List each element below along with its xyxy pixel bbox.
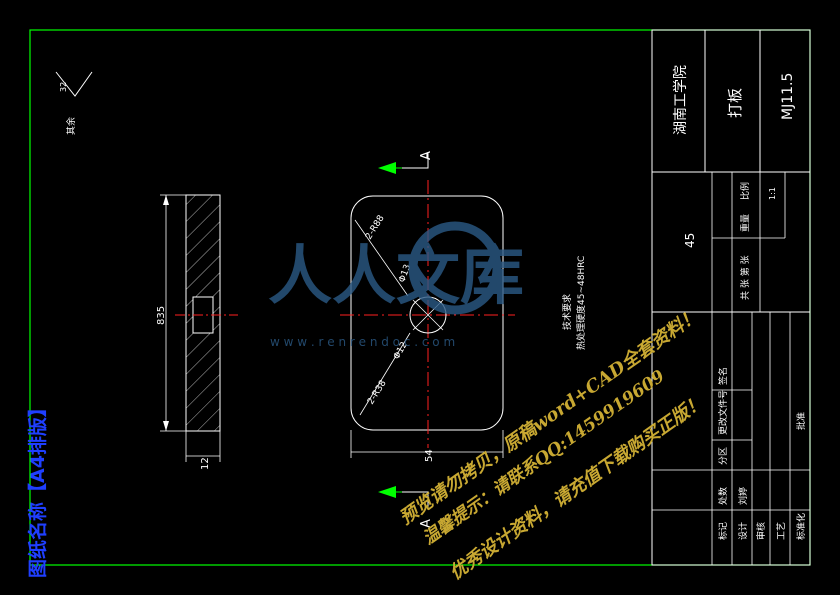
svg-text:人人文库: 人人文库	[268, 240, 524, 314]
part-name: 打板	[726, 88, 744, 118]
svg-text:热处理硬度45~48HRC: 热处理硬度45~48HRC	[575, 256, 587, 350]
svg-text:审核: 审核	[755, 522, 767, 540]
drawing-number: MJ11.5	[780, 73, 796, 120]
section-mark-top: A	[378, 151, 434, 174]
svg-text:批准: 批准	[795, 412, 807, 430]
thickness-dimension: 12	[200, 457, 211, 470]
width-dimension: 54	[424, 449, 435, 462]
corner-radius-top: 2-R88	[364, 213, 387, 241]
designer-name: 刘婷	[737, 487, 749, 505]
svg-text:重量: 重量	[739, 214, 751, 232]
svg-text:设计: 设计	[737, 522, 749, 540]
svg-text:A: A	[419, 151, 434, 160]
section-mark-bottom: A	[378, 486, 434, 528]
technical-requirements: 技术要求 热处理硬度45~48HRC	[561, 256, 587, 350]
svg-text:处数: 处数	[717, 487, 729, 505]
svg-text:标准化: 标准化	[795, 513, 807, 540]
svg-text:共 张 第 张: 共 张 第 张	[739, 255, 751, 300]
svg-text:比例: 比例	[739, 182, 751, 200]
title-block: 湖南工学院 打板 MJ11.5 45 比例 1:1 重量 共 张 第 张 标记 …	[651, 29, 811, 566]
watermark-logo: 人人文库 w w w . r e n r e n d o c . c o m	[268, 221, 524, 349]
front-view: 2-R88 2-R38 Φ13 Φ12 54	[340, 180, 515, 462]
svg-text:工艺: 工艺	[776, 522, 787, 540]
height-dimension: 835	[156, 306, 167, 325]
svg-text:签名: 签名	[717, 367, 729, 385]
svg-text:w w w . r e n r e n d o c . c: w w w . r e n r e n d o c . c o m	[270, 335, 455, 349]
material: 45	[683, 233, 697, 248]
svg-text:标记: 标记	[717, 522, 729, 540]
school-name: 湖南工学院	[673, 65, 689, 135]
svg-text:1:1: 1:1	[768, 187, 777, 200]
corner-radius-bottom: 2-R38	[366, 378, 389, 406]
surface-note: 其余	[65, 117, 77, 135]
svg-text:A: A	[419, 519, 434, 528]
svg-text:分区: 分区	[718, 447, 729, 465]
side-section-view: 835 12	[156, 194, 238, 470]
svg-text:技术要求: 技术要求	[561, 294, 573, 330]
svg-text:32: 32	[59, 82, 68, 92]
drawing-name-label: 图纸名称【A4排版】	[26, 398, 49, 578]
surface-roughness-symbol: 32 其余	[55, 71, 93, 135]
svg-text:更改文件号: 更改文件号	[717, 390, 729, 435]
